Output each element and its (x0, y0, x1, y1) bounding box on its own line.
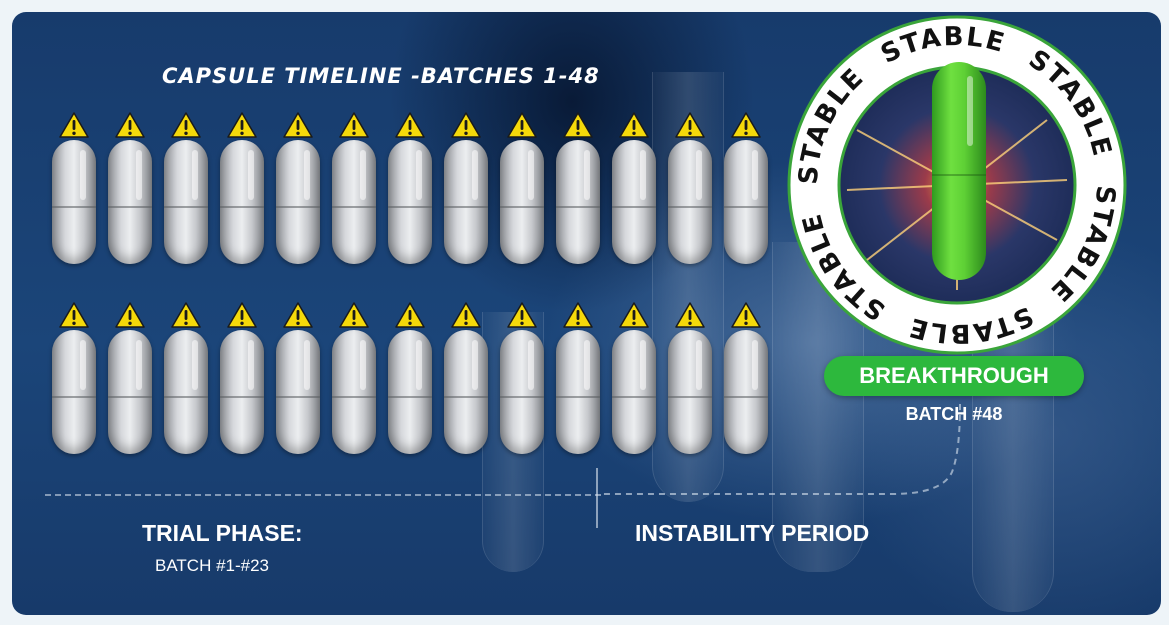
warning-icon (283, 112, 313, 138)
breakthrough-batch-label: BATCH #48 (905, 404, 1003, 424)
warning-icon (115, 302, 145, 328)
warning-icon (619, 112, 649, 138)
capsule (724, 140, 768, 264)
warning-icon (227, 302, 257, 328)
timeline-card: CAPSULE TIMELINE -BATCHES 1-48 TRIAL PHA… (12, 12, 1161, 615)
breakthrough-badge: BREAKTHROUGH (824, 356, 1084, 396)
capsule (108, 140, 152, 264)
capsule (332, 140, 376, 264)
timeline-divider (45, 494, 601, 496)
capsule (220, 140, 264, 264)
warning-icon (675, 112, 705, 138)
warning-icon (115, 112, 145, 138)
warning-icon (395, 302, 425, 328)
capsule (668, 140, 712, 264)
phase-separator (596, 468, 598, 528)
capsule (500, 140, 544, 264)
capsule (724, 330, 768, 454)
capsule (276, 140, 320, 264)
capsule (220, 330, 264, 454)
capsule-row-bottom (52, 302, 772, 454)
warning-icon (283, 302, 313, 328)
stable-green-capsule (932, 62, 986, 280)
warning-icon (171, 112, 201, 138)
warning-icon (507, 302, 537, 328)
capsule (612, 330, 656, 454)
capsule (52, 140, 96, 264)
warning-icon (451, 302, 481, 328)
warning-icon (563, 302, 593, 328)
capsule (556, 140, 600, 264)
warning-icon (339, 112, 369, 138)
capsule (612, 140, 656, 264)
trial-phase-range: BATCH #1-#23 (155, 556, 270, 575)
capsule (108, 330, 152, 454)
warning-icon (731, 302, 761, 328)
warning-icon (563, 112, 593, 138)
stable-medallion: STABLE STABLE STABLE STABLE STABLE STABL… (787, 15, 1127, 355)
capsule (164, 330, 208, 454)
warning-icon (59, 112, 89, 138)
warning-icon (227, 112, 257, 138)
warning-icon (507, 112, 537, 138)
warning-icon (731, 112, 761, 138)
capsule (52, 330, 96, 454)
capsule-row-top (52, 112, 772, 264)
warning-icon (339, 302, 369, 328)
capsule (556, 330, 600, 454)
capsule (444, 140, 488, 264)
capsule (388, 330, 432, 454)
warning-icon (171, 302, 201, 328)
trial-phase-title: TRIAL PHASE: (142, 520, 303, 546)
capsule (500, 330, 544, 454)
capsule (444, 330, 488, 454)
capsule (164, 140, 208, 264)
warning-icon (675, 302, 705, 328)
warning-icon (395, 112, 425, 138)
capsule (388, 140, 432, 264)
capsule (332, 330, 376, 454)
instability-period-title: INSTABILITY PERIOD (635, 520, 870, 546)
warning-icon (451, 112, 481, 138)
warning-icon (619, 302, 649, 328)
capsule (668, 330, 712, 454)
capsule (276, 330, 320, 454)
warning-icon (59, 302, 89, 328)
